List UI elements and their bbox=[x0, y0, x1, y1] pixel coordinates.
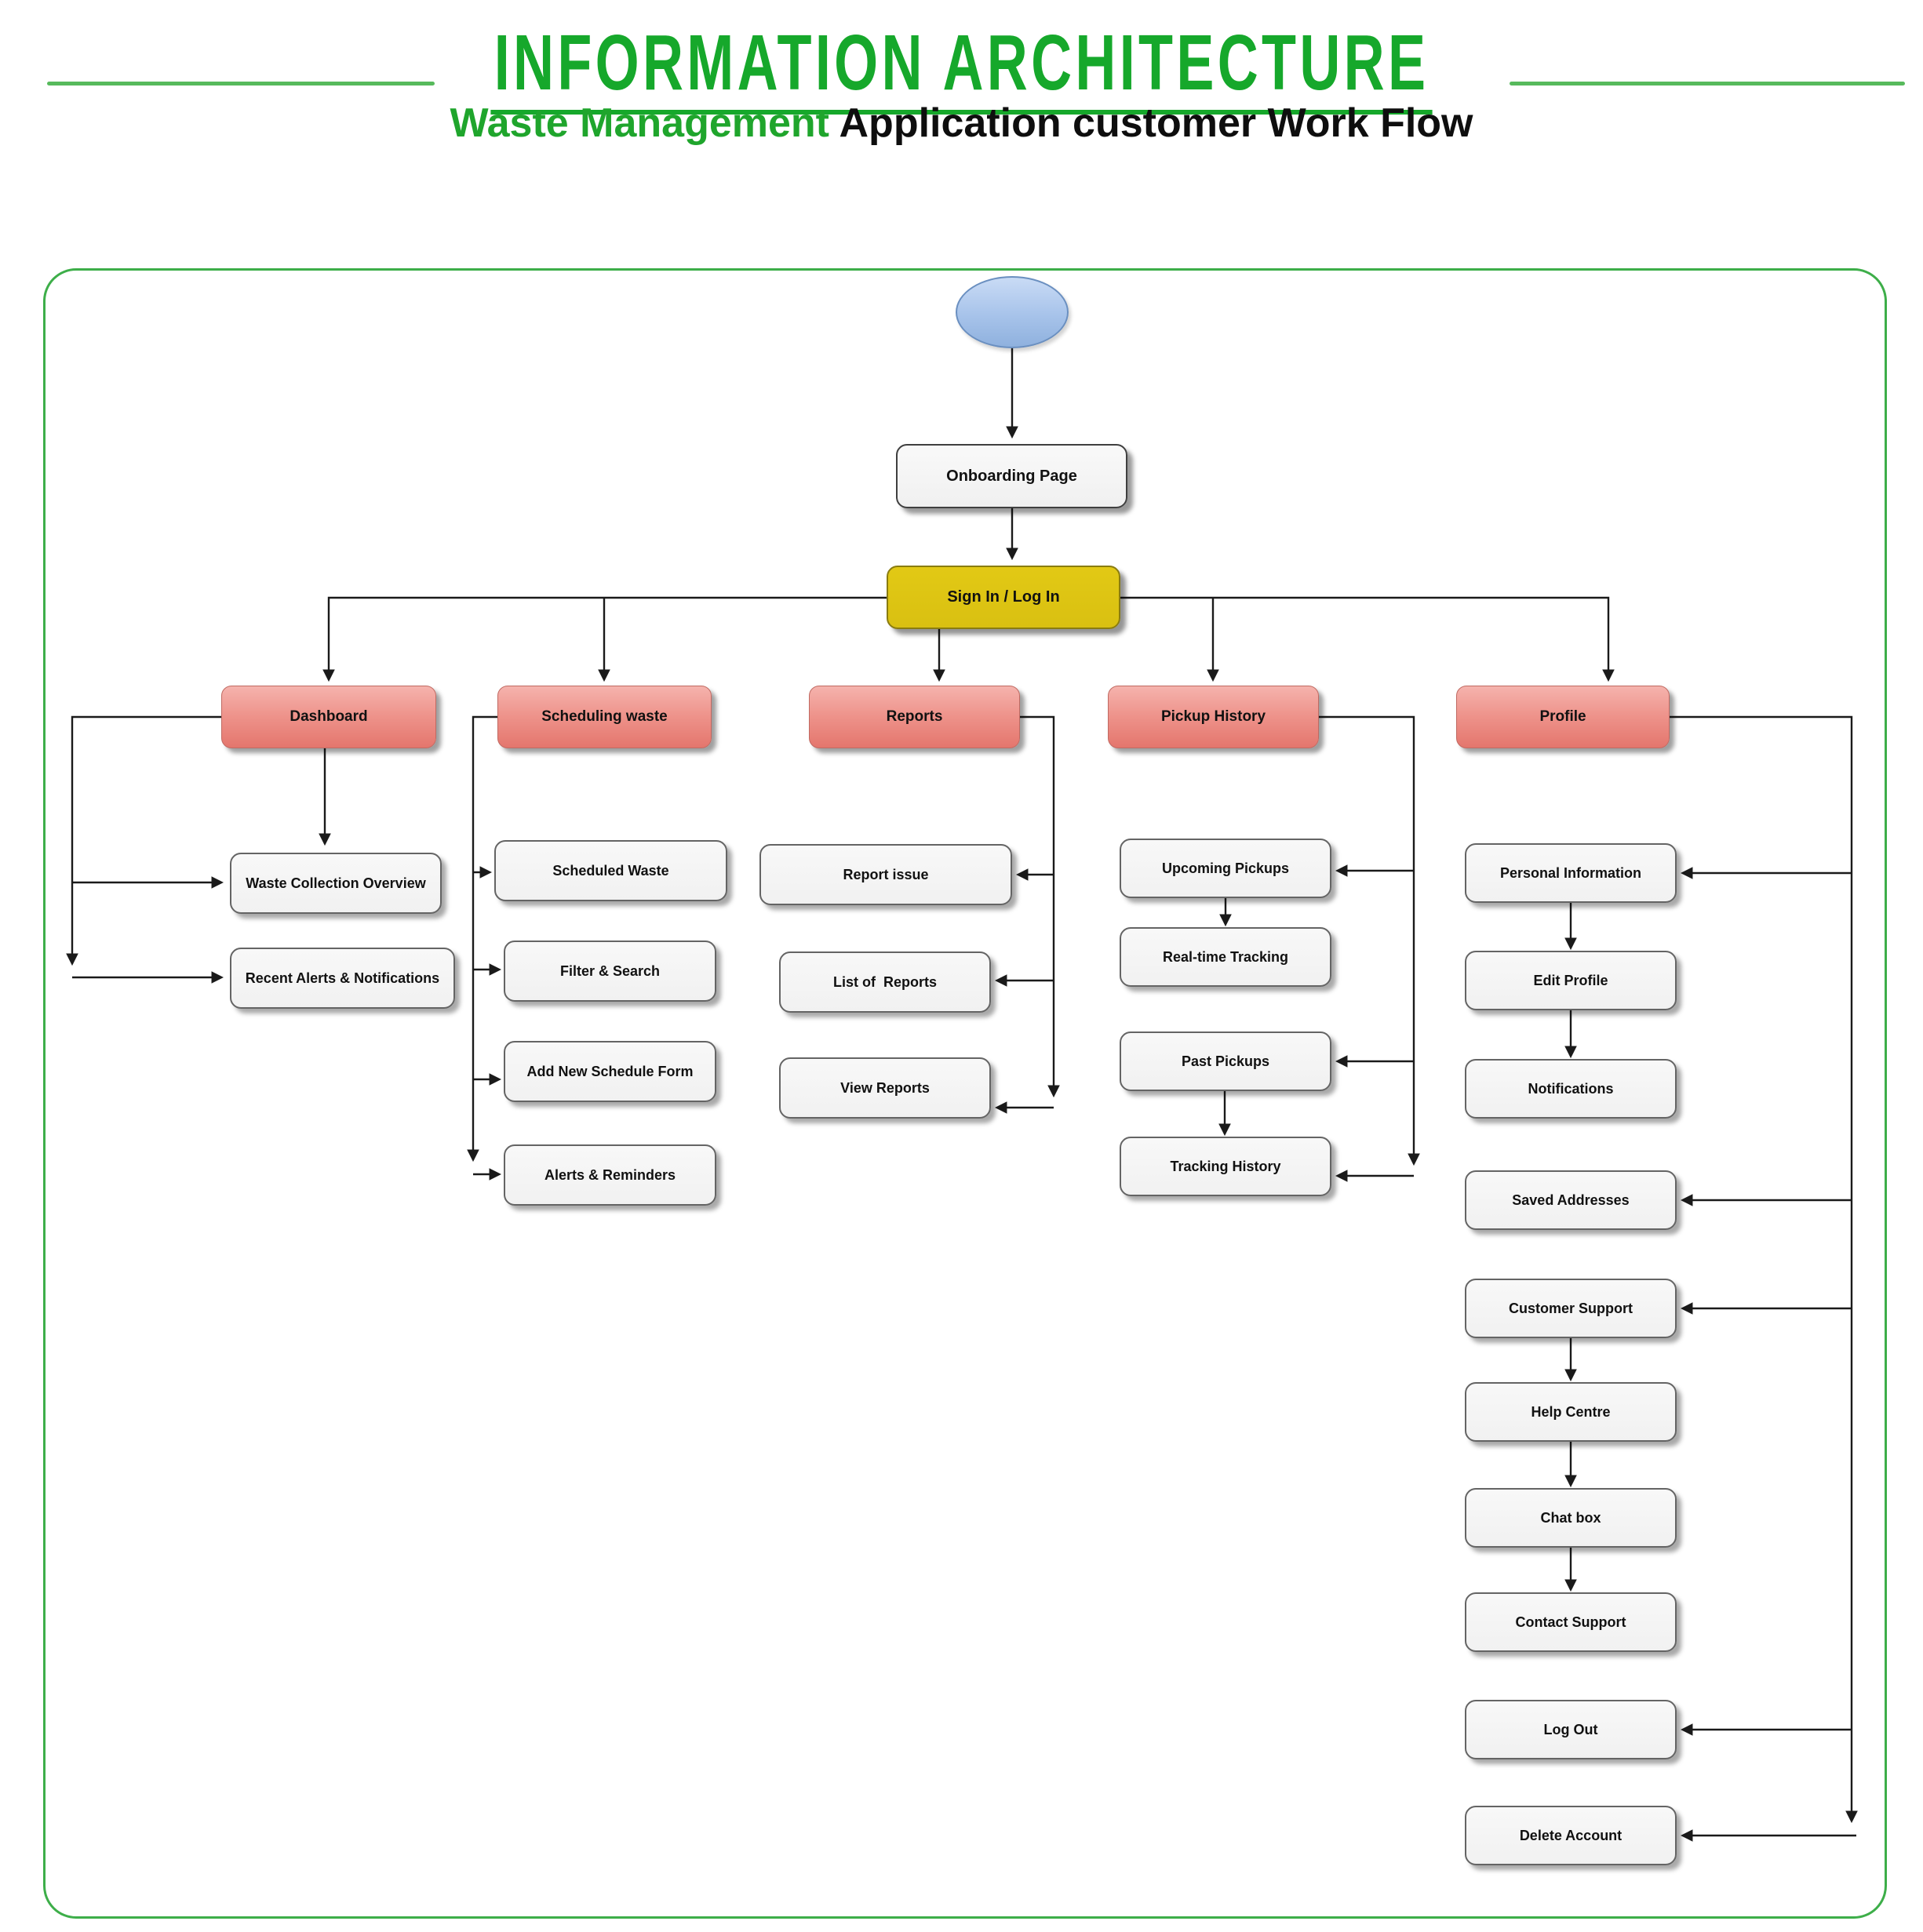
node-label: Edit Profile bbox=[1533, 972, 1608, 988]
page-title: INFORMATION ARCHITECTURE bbox=[0, 24, 1923, 115]
node-label: Onboarding Page bbox=[946, 467, 1077, 485]
node-report-issue: Report issue bbox=[759, 844, 1012, 905]
node-label: Help Centre bbox=[1531, 1403, 1611, 1420]
node-label: Add New Schedule Form bbox=[526, 1063, 694, 1079]
node-upcoming-pickups: Upcoming Pickups bbox=[1120, 839, 1331, 898]
node-profile: Profile bbox=[1456, 686, 1670, 748]
node-label: Filter & Search bbox=[559, 962, 661, 979]
start-ellipse bbox=[956, 276, 1069, 348]
node-label: Tracking History bbox=[1170, 1158, 1281, 1174]
node-saved-addresses: Saved Addresses bbox=[1465, 1170, 1677, 1230]
node-label: Past Pickups bbox=[1181, 1053, 1270, 1069]
node-label: Notifications bbox=[1528, 1080, 1614, 1097]
node-sign-in-log-in: Sign In / Log In bbox=[887, 566, 1120, 629]
node-label: Alerts & Reminders bbox=[544, 1166, 676, 1183]
node-label: Customer Support bbox=[1508, 1300, 1633, 1316]
node-label: Delete Account bbox=[1519, 1827, 1623, 1843]
node-label: Recent Alerts & Notifications bbox=[245, 970, 440, 986]
node-label: Dashboard bbox=[290, 708, 368, 725]
node-chat-box: Chat box bbox=[1465, 1488, 1677, 1548]
node-label: Real-time Tracking bbox=[1162, 948, 1289, 965]
node-realtime-tracking: Real-time Tracking bbox=[1120, 927, 1331, 987]
node-customer-support: Customer Support bbox=[1465, 1279, 1677, 1338]
node-edit-profile: Edit Profile bbox=[1465, 951, 1677, 1010]
node-label: Chat box bbox=[1540, 1509, 1601, 1526]
page-subtitle: Waste Management Application customer Wo… bbox=[0, 100, 1923, 147]
node-notifications: Notifications bbox=[1465, 1059, 1677, 1119]
node-label: Log Out bbox=[1543, 1721, 1598, 1737]
node-waste-collection-overview: Waste Collection Overview bbox=[230, 853, 442, 914]
node-add-new-schedule-form: Add New Schedule Form bbox=[504, 1041, 716, 1102]
node-tracking-history: Tracking History bbox=[1120, 1137, 1331, 1196]
node-view-reports: View Reports bbox=[779, 1057, 991, 1119]
node-label: View Reports bbox=[840, 1079, 930, 1096]
node-alerts-reminders: Alerts & Reminders bbox=[504, 1144, 716, 1206]
node-past-pickups: Past Pickups bbox=[1120, 1031, 1331, 1091]
node-reports: Reports bbox=[809, 686, 1020, 748]
node-label: Upcoming Pickups bbox=[1161, 860, 1290, 876]
node-personal-information: Personal Information bbox=[1465, 843, 1677, 903]
subtitle-rest: Application customer Work Flow bbox=[829, 100, 1473, 146]
title-left-rule bbox=[47, 82, 435, 86]
node-label: Scheduled Waste bbox=[552, 862, 669, 879]
node-recent-alerts-notifications: Recent Alerts & Notifications bbox=[230, 948, 455, 1009]
node-onboarding-page: Onboarding Page bbox=[896, 444, 1127, 508]
node-label: Pickup History bbox=[1160, 708, 1266, 725]
node-label: Waste Collection Overview bbox=[246, 875, 426, 891]
node-label: Reports bbox=[886, 708, 943, 725]
subtitle-highlight: Waste Management bbox=[450, 100, 829, 146]
node-label: Personal Information bbox=[1499, 864, 1642, 881]
node-log-out: Log Out bbox=[1465, 1700, 1677, 1759]
page-title-text: INFORMATION ARCHITECTURE bbox=[490, 24, 1433, 115]
title-right-rule bbox=[1510, 82, 1905, 86]
node-list-of-reports: List of Reports bbox=[779, 951, 991, 1013]
node-label: Sign In / Log In bbox=[947, 588, 1060, 606]
node-label: Saved Addresses bbox=[1512, 1192, 1630, 1208]
node-contact-support: Contact Support bbox=[1465, 1592, 1677, 1652]
node-filter-search: Filter & Search bbox=[504, 941, 716, 1002]
node-label: Report issue bbox=[843, 866, 929, 882]
node-pickup-history: Pickup History bbox=[1108, 686, 1319, 748]
node-scheduled-waste: Scheduled Waste bbox=[494, 840, 727, 901]
node-scheduling-waste: Scheduling waste bbox=[497, 686, 712, 748]
node-label: Scheduling waste bbox=[541, 708, 668, 725]
node-label: Contact Support bbox=[1515, 1614, 1626, 1630]
node-delete-account: Delete Account bbox=[1465, 1806, 1677, 1865]
node-label: Profile bbox=[1539, 708, 1586, 725]
node-label: List of Reports bbox=[832, 973, 937, 990]
node-dashboard: Dashboard bbox=[221, 686, 436, 748]
node-help-centre: Help Centre bbox=[1465, 1382, 1677, 1442]
